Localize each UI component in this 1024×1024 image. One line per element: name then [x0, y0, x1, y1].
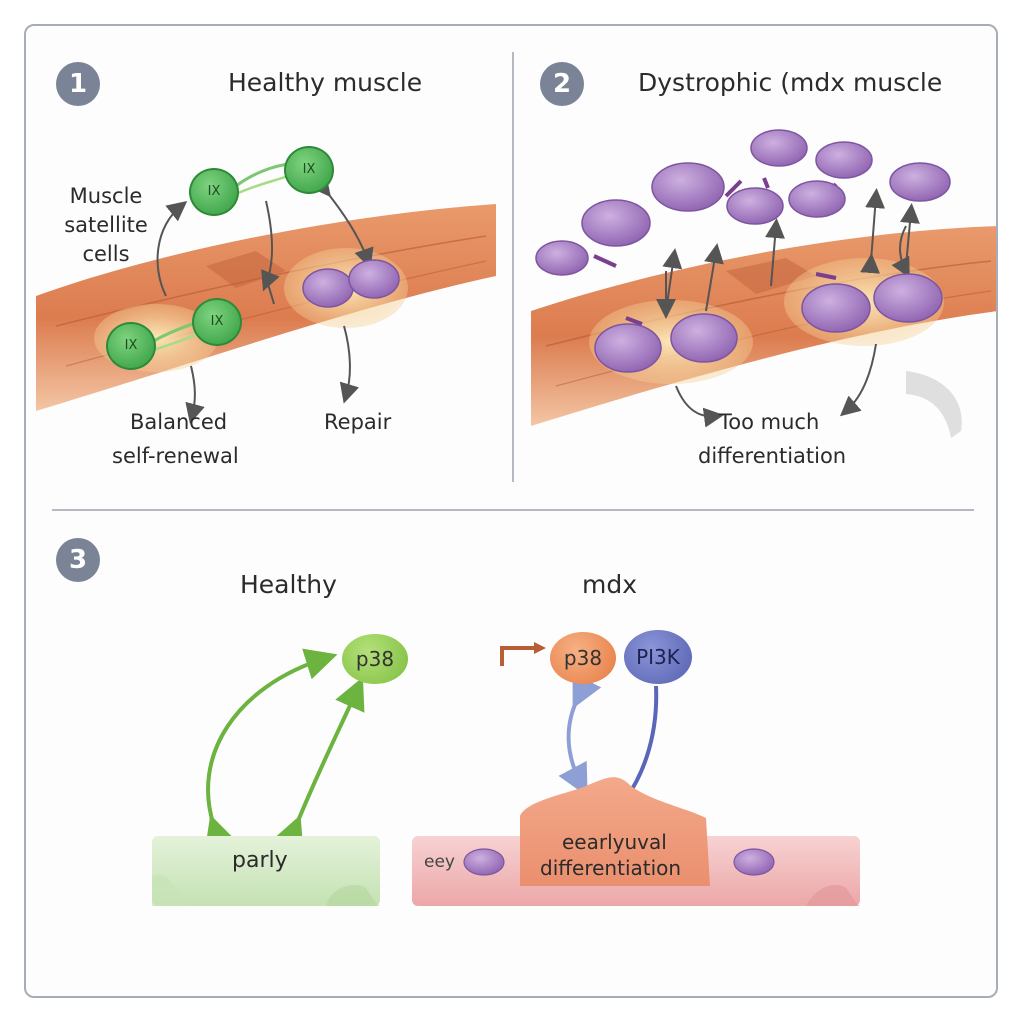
too-much-label: Too much	[719, 410, 820, 434]
balanced-label-line2: self-renewal	[112, 444, 239, 468]
panel1-title: Healthy muscle	[228, 68, 423, 97]
panel-number-1: 1	[56, 62, 100, 106]
repair-label: Repair	[324, 410, 392, 434]
satellite-cell-bottom-left: IX	[106, 322, 156, 370]
dystrophic-purple-cells	[535, 129, 951, 373]
panel1-arrows	[156, 175, 374, 424]
balanced-label-line1: Balanced	[130, 410, 228, 434]
panel-number-2: 2	[540, 62, 584, 106]
mdx-bar	[412, 777, 860, 906]
satellite-cells-label: Muscle satellite cells	[64, 184, 148, 266]
healthy-p38-node: p38	[342, 634, 408, 684]
mdx-bar-small-label: eey	[424, 852, 455, 872]
panel-number-3: 3	[56, 538, 100, 582]
figure-frame: 1 2 3 Healthy muscle Dystrophic (mdx mus…	[24, 24, 998, 998]
healthy-bar-label: parly	[232, 848, 288, 873]
healthy-bar	[152, 836, 380, 906]
mdx-heading: mdx	[582, 570, 638, 599]
satellite-cell-bottom-right: IX	[192, 298, 242, 346]
mdx-bump-label-line2: differentiation	[540, 856, 682, 880]
mdx-bump-label-line1: eearlyuval	[562, 830, 667, 854]
mdx-p38-node: p38	[550, 632, 616, 684]
diagram-artwork	[36, 52, 996, 906]
mdx-pi3k-node: PI3K	[624, 630, 692, 684]
differentiation-label: differentiation	[698, 444, 847, 468]
healthy-pathway-arrows	[205, 648, 365, 851]
panel2-title: Dystrophic (mdx muscle	[638, 68, 943, 97]
satellite-cell-top-right: IX	[284, 146, 334, 194]
repair-purple-cells	[302, 259, 400, 308]
satellite-cell-top-left: IX	[189, 168, 239, 216]
healthy-heading: Healthy	[240, 570, 337, 599]
